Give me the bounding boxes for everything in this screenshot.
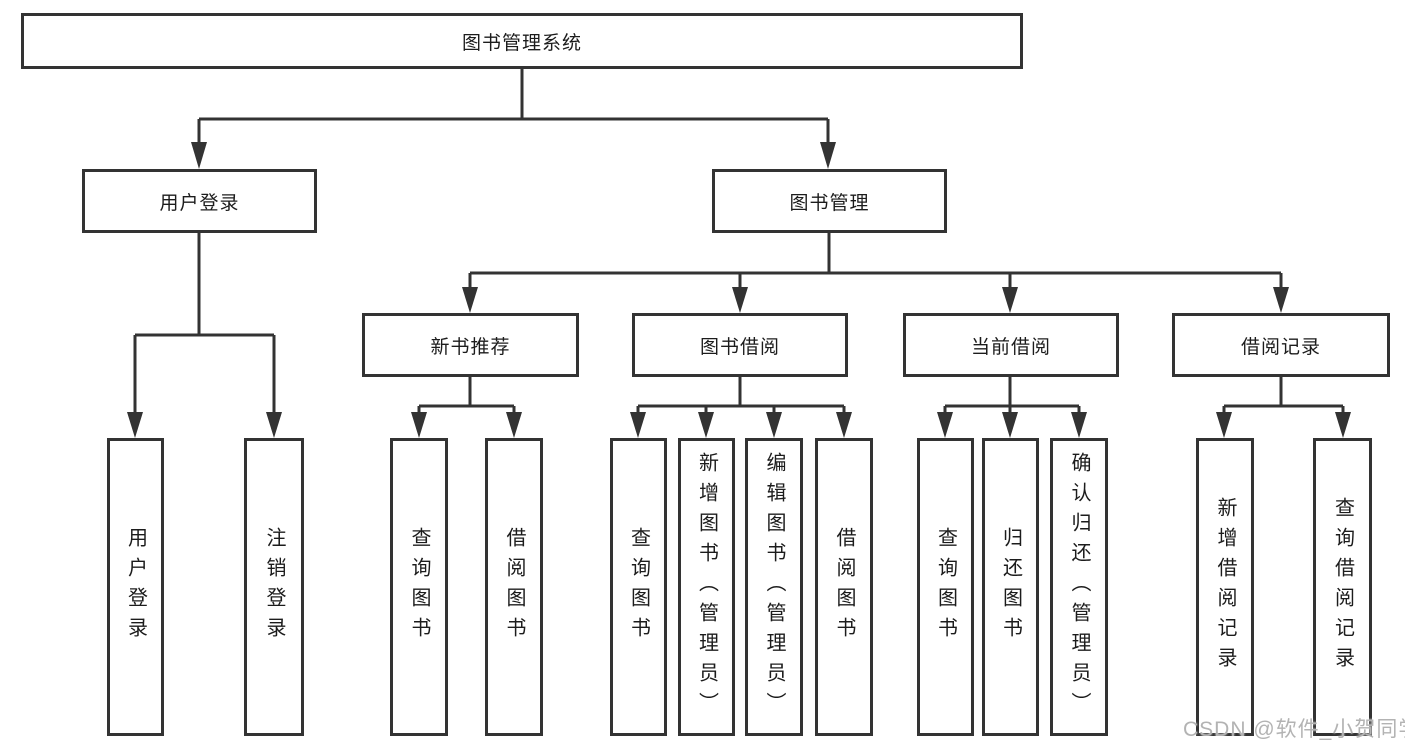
leaf-logout: 注销登录 <box>244 438 304 736</box>
node-label: 图书管理 <box>789 192 870 214</box>
leaf-borrow-borrow-books: 借阅图书 <box>815 438 873 736</box>
node-label: 借阅记录 <box>1240 336 1321 358</box>
leaf-current-return-books: 归还图书 <box>982 438 1039 736</box>
leaf-newbooks-query-books: 查询图书 <box>390 438 448 736</box>
leaf-borrow-query-books: 查询图书 <box>610 438 667 736</box>
leaf-label: 查询借阅记录 <box>1331 497 1354 677</box>
node-book-borrow: 图书借阅 <box>632 313 848 377</box>
node-book-management: 图书管理 <box>712 169 947 233</box>
node-label: 图书管理系统 <box>461 32 582 54</box>
leaf-label: 编辑图书（管理员） <box>763 452 785 722</box>
csdn-watermark: CSDN @软件_小贺同学 <box>1183 718 1405 741</box>
node-library-management-system: 图书管理系统 <box>21 13 1023 69</box>
leaf-user-login: 用户登录 <box>107 438 164 736</box>
leaf-label: 查询图书 <box>627 527 650 647</box>
leaf-records-query-borrow-record: 查询借阅记录 <box>1313 438 1372 736</box>
node-new-book-recommend: 新书推荐 <box>362 313 579 377</box>
leaf-label: 新增图书（管理员） <box>695 452 718 722</box>
node-current-borrow: 当前借阅 <box>903 313 1119 377</box>
leaf-label: 归还图书 <box>999 527 1022 647</box>
leaf-label: 注销登录 <box>263 527 285 647</box>
leaf-newbooks-borrow-books: 借阅图书 <box>485 438 543 736</box>
leaf-label: 新增借阅记录 <box>1214 497 1236 677</box>
node-label: 用户登录 <box>159 192 240 214</box>
leaf-label: 借阅图书 <box>503 527 525 647</box>
leaf-label: 借阅图书 <box>833 527 855 647</box>
node-user-login: 用户登录 <box>82 169 317 233</box>
leaf-label: 查询图书 <box>408 527 430 647</box>
leaf-label: 确认归还（管理员） <box>1068 452 1090 722</box>
leaf-borrow-edit-books-admin: 编辑图书（管理员） <box>745 438 803 736</box>
leaf-records-add-borrow-record: 新增借阅记录 <box>1196 438 1254 736</box>
node-label: 图书借阅 <box>699 336 780 358</box>
node-label: 新书推荐 <box>430 336 511 358</box>
leaf-borrow-add-books-admin: 新增图书（管理员） <box>678 438 735 736</box>
leaf-label: 用户登录 <box>124 527 147 647</box>
leaf-current-confirm-return-admin: 确认归还（管理员） <box>1050 438 1108 736</box>
leaf-label: 查询图书 <box>934 527 957 647</box>
node-label: 当前借阅 <box>970 336 1051 358</box>
leaf-current-query-books: 查询图书 <box>917 438 974 736</box>
node-borrow-records: 借阅记录 <box>1172 313 1390 377</box>
